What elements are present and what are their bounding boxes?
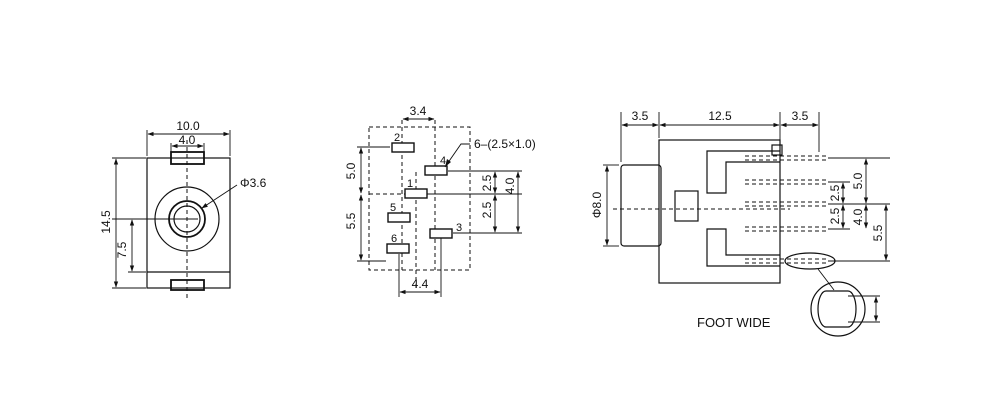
pin-5-label: 5 [390, 202, 396, 214]
footprint-right-25a-label: 2.5 [480, 174, 494, 191]
pcb-footprint: 1 2 3 4 5 6 3.4 6–(2.5×1.0) 5.0 5.5 2.5 … [344, 104, 536, 297]
front-height-label: 14.5 [99, 210, 113, 234]
side-pitch-25b-label: 2.5 [828, 207, 842, 224]
pad-1 [404, 188, 428, 199]
footprint-right-25b-label: 2.5 [480, 201, 494, 218]
front-slot-width-label: 4.0 [179, 133, 196, 147]
pin-4-label: 4 [440, 155, 446, 167]
side-inner-square [674, 190, 699, 222]
side-body [658, 139, 781, 284]
pad-4 [424, 165, 448, 176]
side-view: 3.5 12.5 3.5 Φ8.0 2.5 2.5 5.0 4.0 5.5 FO… [590, 109, 890, 337]
pad-5 [387, 212, 411, 223]
front-center-height-label: 7.5 [115, 241, 129, 258]
pin-1-label: 1 [407, 178, 413, 190]
side-pitch-25a-label: 2.5 [828, 184, 842, 201]
side-dim-55-label: 5.5 [871, 224, 885, 241]
front-view: 10.0 4.0 14.5 7.5 Φ3.6 [99, 119, 267, 300]
footprint-bottom-spacing-label: 4.4 [412, 277, 429, 291]
foot-wide-label: FOOT WIDE [697, 315, 771, 330]
front-hole-dia-label: Φ3.6 [240, 176, 267, 190]
foot-detail-circle [810, 281, 866, 337]
foot-detail-shape [817, 290, 857, 328]
footprint-pad-size-label: 6–(2.5×1.0) [474, 137, 536, 151]
side-dia-label: Φ8.0 [590, 192, 604, 219]
pin-3-label: 3 [456, 222, 462, 234]
pad-6 [386, 243, 410, 254]
front-body-outline [146, 157, 231, 289]
side-nose [620, 164, 662, 247]
pad-2 [391, 142, 415, 153]
side-left-ext-label: 3.5 [632, 109, 649, 123]
side-dim-50-label: 5.0 [851, 172, 865, 189]
footprint-outline [368, 126, 471, 271]
pin-6-label: 6 [391, 233, 397, 245]
pin-2-label: 2 [394, 132, 400, 144]
side-pitch-40-label: 4.0 [851, 208, 865, 225]
side-right-ext-label: 3.5 [792, 109, 809, 123]
footprint-left-upper-label: 5.0 [344, 162, 358, 179]
pad-3 [429, 228, 453, 239]
footprint-left-lower-label: 5.5 [344, 212, 358, 229]
side-top-tab [771, 144, 783, 156]
front-width-label: 10.0 [176, 119, 200, 133]
side-body-len-label: 12.5 [708, 109, 732, 123]
foot-highlight-ellipse [784, 252, 836, 270]
footprint-top-spacing-label: 3.4 [410, 104, 427, 118]
footprint-right-40-label: 4.0 [503, 177, 517, 194]
